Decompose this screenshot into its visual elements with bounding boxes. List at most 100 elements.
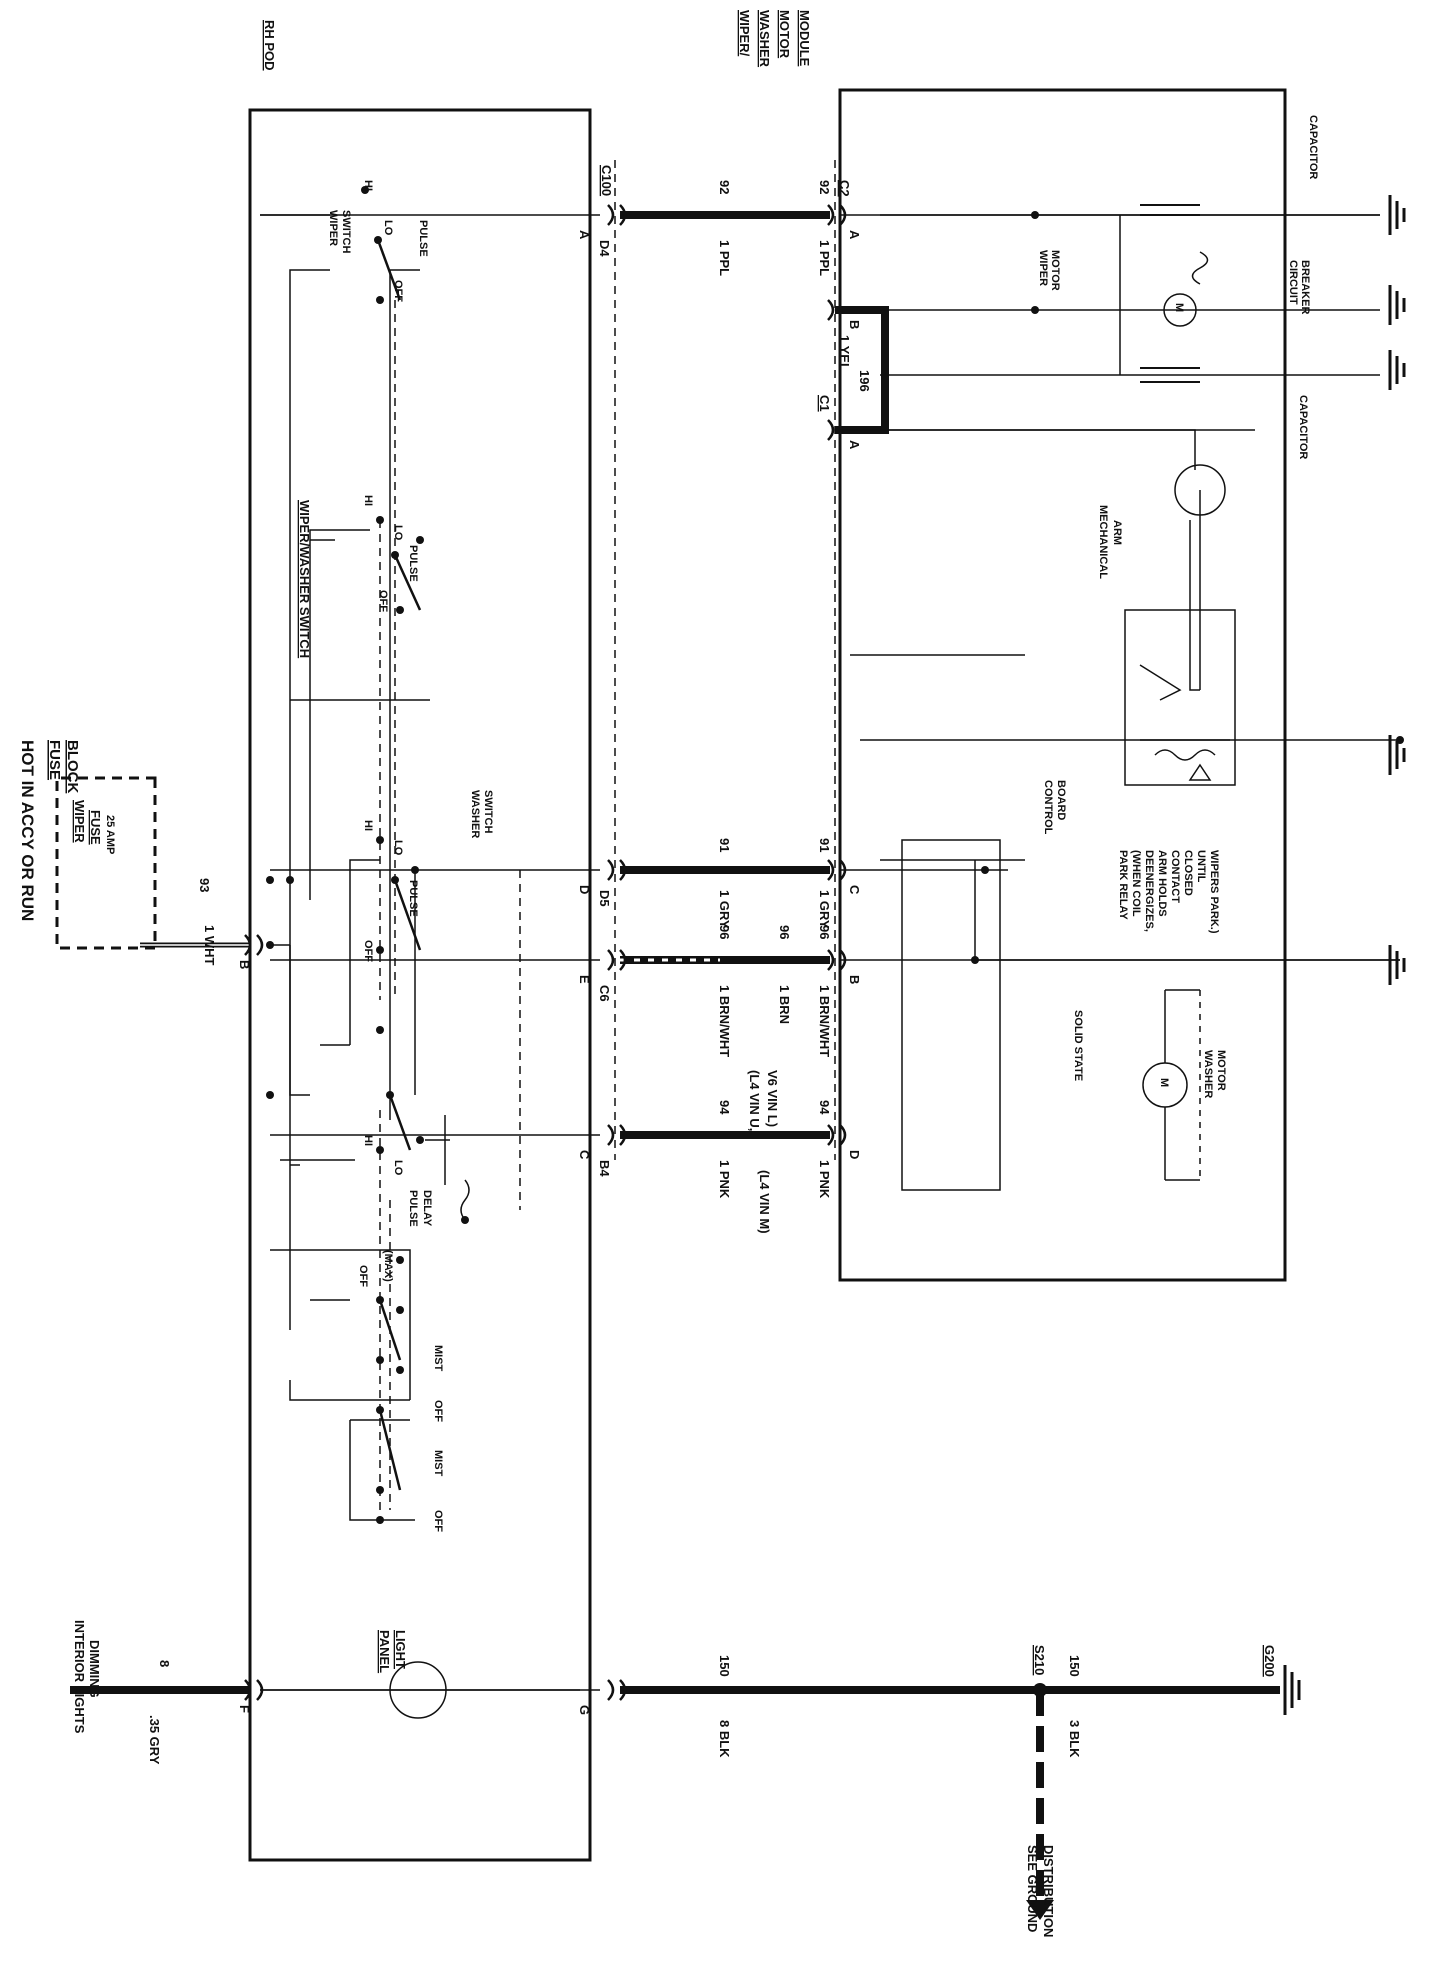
- connector-d5: D5: [597, 890, 612, 907]
- mechanical-arm-label-2: ARM: [1111, 520, 1123, 545]
- module-internals: [840, 204, 1400, 1191]
- wire-150-right-number: 150: [1067, 1655, 1082, 1677]
- pin-a-right-196: A: [847, 440, 862, 450]
- switch-mist-2: MIST: [432, 1450, 444, 1477]
- wiper-fuse-label-3: 25 AMP: [104, 815, 116, 854]
- connector-c1: C1: [817, 395, 832, 412]
- module-label-4: MODULE: [797, 10, 812, 67]
- switch-pulse-2: PULSE: [407, 545, 419, 582]
- pin-a-left: A: [577, 230, 592, 240]
- ground-g200-label: G200: [1262, 1645, 1277, 1677]
- connector-d4: D4: [597, 240, 612, 257]
- module-label-3: MOTOR: [777, 10, 792, 59]
- see-ground-label-1: SEE GROUND: [1025, 1845, 1040, 1932]
- connector-chevrons: [244, 204, 847, 1701]
- pin-a-right: A: [847, 230, 862, 240]
- wire-92-right-number: 92: [817, 180, 832, 194]
- fuse-block-label-1: FUSE: [46, 740, 63, 780]
- wiper-switch-label-2: SWITCH: [340, 210, 352, 253]
- wire-96-right-a-number: 96: [777, 925, 792, 939]
- switch-contacts: [266, 186, 1404, 1524]
- pin-b-right-196: B: [847, 320, 862, 329]
- switch-hi-4: HI: [362, 1135, 374, 1146]
- wire-8-number: 8: [157, 1660, 172, 1667]
- control-board-label-2: BOARD: [1055, 780, 1067, 820]
- pin-f: F: [237, 1705, 252, 1713]
- wire-96-number: 96: [717, 925, 732, 939]
- capacitor-label-bottom: CAPACITOR: [1297, 395, 1309, 459]
- pin-c-left: C: [577, 1150, 592, 1160]
- pin-e-left: E: [577, 975, 592, 984]
- wire-150: [260, 1686, 1280, 1900]
- wire-91-right-number: 91: [817, 838, 832, 852]
- module-label-1: WIPER/: [737, 10, 752, 57]
- wire-196-number: 196: [857, 370, 872, 392]
- switch-hi-1: HI: [362, 180, 374, 191]
- connector-c2: C2: [837, 180, 852, 197]
- ground-symbols: [1283, 195, 1406, 1715]
- circuit-breaker-label-1: CIRCUIT: [1287, 260, 1299, 305]
- switch-off-1: OFF: [392, 280, 404, 302]
- pin-g-left: G: [577, 1705, 592, 1715]
- ground-arrow: [1026, 1900, 1054, 1920]
- switch-off-4: OFF: [357, 1265, 369, 1287]
- splice-s210: [1033, 1683, 1047, 1697]
- wiper-switch-label-1: WIPER: [327, 210, 339, 246]
- panel-light-label-1: PANEL: [377, 1630, 392, 1673]
- park-relay-line-2: (WHEN COIL: [1130, 850, 1142, 917]
- pin-d-left: D: [577, 885, 592, 894]
- wiper-washer-switch-label: WIPER/WASHER SWITCH: [297, 500, 312, 658]
- solid-state-label: SOLID STATE: [1072, 1010, 1084, 1081]
- wire-91-color: 1 GRY: [717, 890, 732, 929]
- wire-96-right-b-color: 1 BRN/WHT: [817, 985, 832, 1057]
- pin-c-right: C: [847, 885, 862, 895]
- wiper-motor-label-1: WIPER: [1037, 250, 1049, 286]
- control-board-label-1: CONTROL: [1042, 780, 1054, 835]
- wire-93-number: 93: [197, 878, 212, 892]
- switch-off-3: OFF: [362, 940, 374, 962]
- rh-pod-dashed: [379, 300, 521, 1510]
- fuse-block-box: [55, 776, 157, 950]
- wire-150-right-color: 3 BLK: [1067, 1720, 1082, 1758]
- park-relay-line-4: ARM HOLDS: [1156, 850, 1168, 917]
- wire-150-color: 8 BLK: [717, 1720, 732, 1758]
- wire-91-number: 91: [717, 838, 732, 852]
- switch-mist-1: MIST: [432, 1345, 444, 1372]
- pin-b-fuse: B: [237, 960, 252, 969]
- washer-switch-label-2: SWITCH: [482, 790, 494, 833]
- wiper-washer-module-box: [838, 88, 1287, 1282]
- interior-lights-label-1: INTERIOR LIGHTS: [72, 1620, 87, 1734]
- switch-off-5: OFF: [432, 1400, 444, 1422]
- connector-c100: C100: [599, 165, 614, 196]
- panel-light-label-2: LIGHT: [393, 1630, 408, 1669]
- park-relay-line-7: UNTIL: [1195, 850, 1207, 883]
- wire-96-right-b-number: 96: [817, 925, 832, 939]
- rh-pod-internals: [260, 214, 580, 1719]
- wire-93-color: 1 WHT: [202, 925, 217, 966]
- switch-pulse-1: PULSE: [417, 220, 429, 257]
- wire-91-right-color: 1 GRY: [817, 890, 832, 929]
- washer-motor-label-2: MOTOR: [1215, 1050, 1227, 1091]
- switch-off-6: OFF: [432, 1510, 444, 1532]
- washer-switch-label-1: WASHER: [469, 790, 481, 838]
- switch-blades: [376, 239, 422, 1491]
- vin-note-l4-v6-1: (L4 VIN U,: [747, 1070, 762, 1131]
- wire-94-right-number: 94: [817, 1100, 832, 1115]
- wire-92-number: 92: [717, 180, 732, 194]
- vin-note-l4-v6-2: V6 VIN L): [765, 1070, 780, 1127]
- wire-92-right-color: 1 PPL: [817, 240, 832, 276]
- wiper-motor-label-2: MOTOR: [1049, 250, 1061, 291]
- motor-symbol: M: [1173, 303, 1185, 312]
- switch-off-2: OFF: [377, 590, 389, 612]
- wiper-fuse-label-2: FUSE: [88, 810, 103, 845]
- wire-96-right-a-color: 1 BRN: [777, 985, 792, 1024]
- wire-92-color: 1 PPL: [717, 240, 732, 276]
- connector-b4: B4: [597, 1160, 612, 1177]
- wire-8-color: .35 GRY: [147, 1715, 162, 1765]
- pulse-delay-label-1: PULSE: [407, 1190, 419, 1227]
- pulse-delay-label-2: DELAY: [421, 1190, 433, 1227]
- wire-94-right-color: 1 PNK: [817, 1160, 832, 1199]
- park-relay-line-8: WIPERS PARK.): [1208, 850, 1220, 934]
- park-relay-line-3: DEENERGIZES,: [1143, 850, 1155, 932]
